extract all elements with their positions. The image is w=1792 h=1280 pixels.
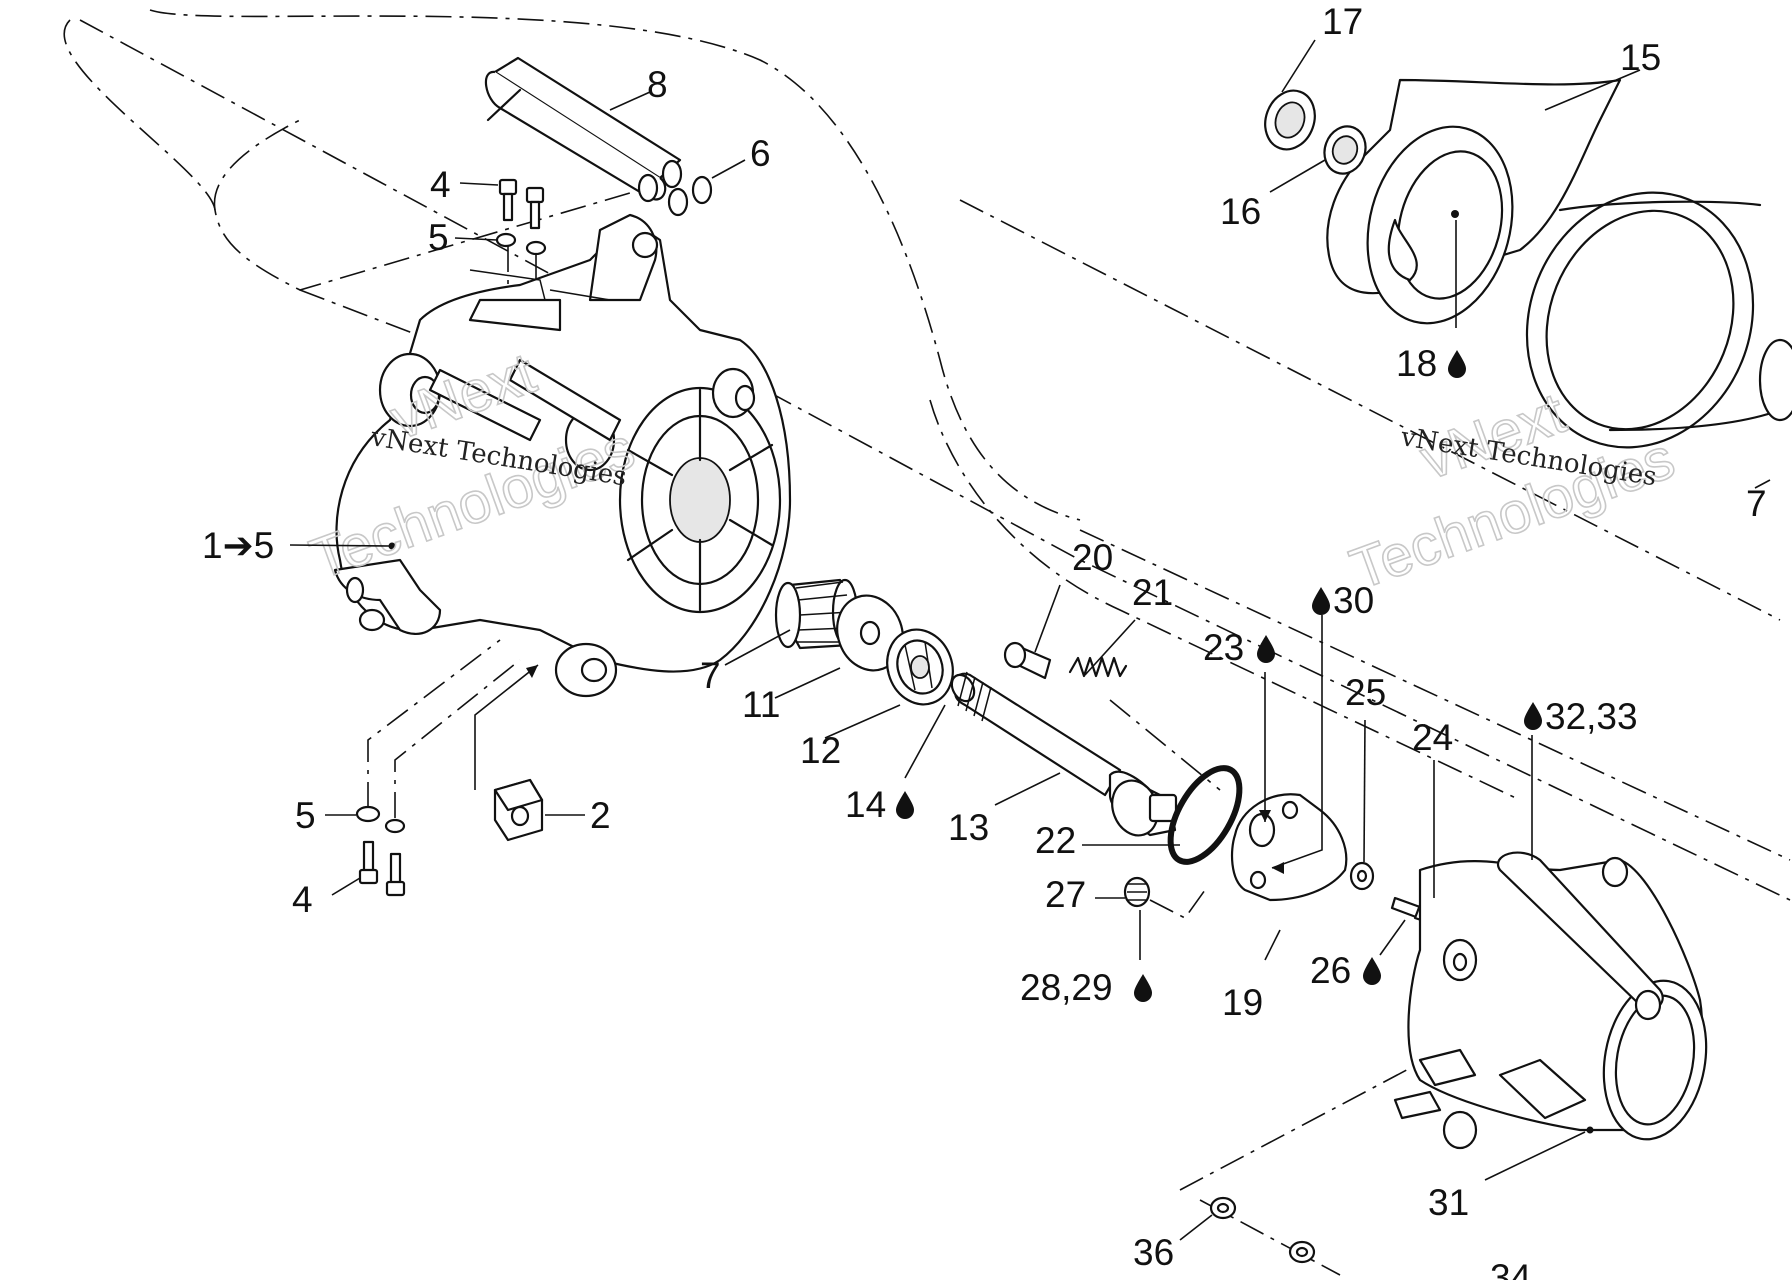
part-lower-washers (1209, 1196, 1316, 1264)
callout-1-to-5: 1➔5 (202, 525, 274, 566)
callout-16: 16 (1220, 191, 1261, 232)
callout-6: 6 (750, 133, 771, 174)
oil-drop-icon (1363, 957, 1381, 985)
part-wear-ring (1525, 191, 1792, 449)
callout-26: 26 (1310, 950, 1351, 991)
leader-lines (289, 39, 1771, 1241)
callout-36: 36 (1133, 1232, 1174, 1273)
part-impeller-cover (1230, 793, 1348, 902)
callout-27: 27 (1045, 874, 1086, 915)
callout-34: 34 (1490, 1257, 1531, 1280)
callout-8: 8 (647, 64, 668, 105)
callout-25: 25 (1345, 672, 1386, 713)
part-o-ring (1167, 765, 1243, 865)
part-bearing-race (886, 628, 954, 706)
callout-5: 5 (428, 217, 449, 258)
part-plunger (1003, 641, 1052, 680)
callout-12: 12 (800, 730, 841, 771)
oil-drop-icon (896, 791, 914, 819)
part-spring (1068, 656, 1221, 791)
part-plug (1123, 876, 1206, 920)
part-square-nut (474, 664, 544, 842)
part-impeller (1326, 78, 1622, 325)
part-venturi (1393, 851, 1708, 1150)
callout-21: 21 (1132, 572, 1173, 613)
part-impeller-shaft (950, 671, 1178, 837)
callout-22: 22 (1035, 820, 1076, 861)
oil-drop-icon (1524, 702, 1542, 730)
callout-32-33: 32,33 (1545, 696, 1638, 737)
callout-7: 7 (700, 655, 721, 696)
callout-17: 17 (1322, 1, 1363, 42)
callout-13: 13 (948, 807, 989, 848)
callout-20: 20 (1072, 537, 1113, 578)
part-thrust-washer (836, 594, 904, 672)
lower-bolts (355, 639, 521, 897)
callout-5-lower: 5 (295, 795, 316, 836)
phantom-outline (63, 9, 1791, 1276)
callout-7-right: 7 (1746, 483, 1767, 524)
part-bushing (1264, 89, 1367, 175)
oil-drop-icon (1312, 587, 1330, 615)
callout-31: 31 (1428, 1182, 1469, 1223)
callout-24: 24 (1412, 717, 1453, 758)
callout-2: 2 (590, 795, 611, 836)
part-pump-housing (333, 213, 792, 698)
oil-drop-icon (1257, 635, 1275, 663)
callout-19: 19 (1222, 982, 1263, 1023)
callout-30: 30 (1333, 580, 1374, 621)
part-pin (484, 56, 683, 203)
callout-23: 23 (1203, 627, 1244, 668)
callout-11: 11 (742, 684, 780, 725)
callout-labels: 8 6 4 5 1➔5 7 11 12 14 13 5 4 2 17 15 16… (202, 1, 1767, 1280)
callout-14: 14 (845, 784, 886, 825)
oil-drop-icon (1448, 350, 1466, 378)
callout-18: 18 (1396, 343, 1437, 384)
oil-drop-icon (1134, 974, 1152, 1002)
callout-4-lower: 4 (292, 879, 313, 920)
callout-15: 15 (1620, 37, 1661, 78)
callout-28-29: 28,29 (1020, 967, 1113, 1008)
part-o-rings (667, 175, 713, 217)
callout-4: 4 (430, 164, 451, 205)
